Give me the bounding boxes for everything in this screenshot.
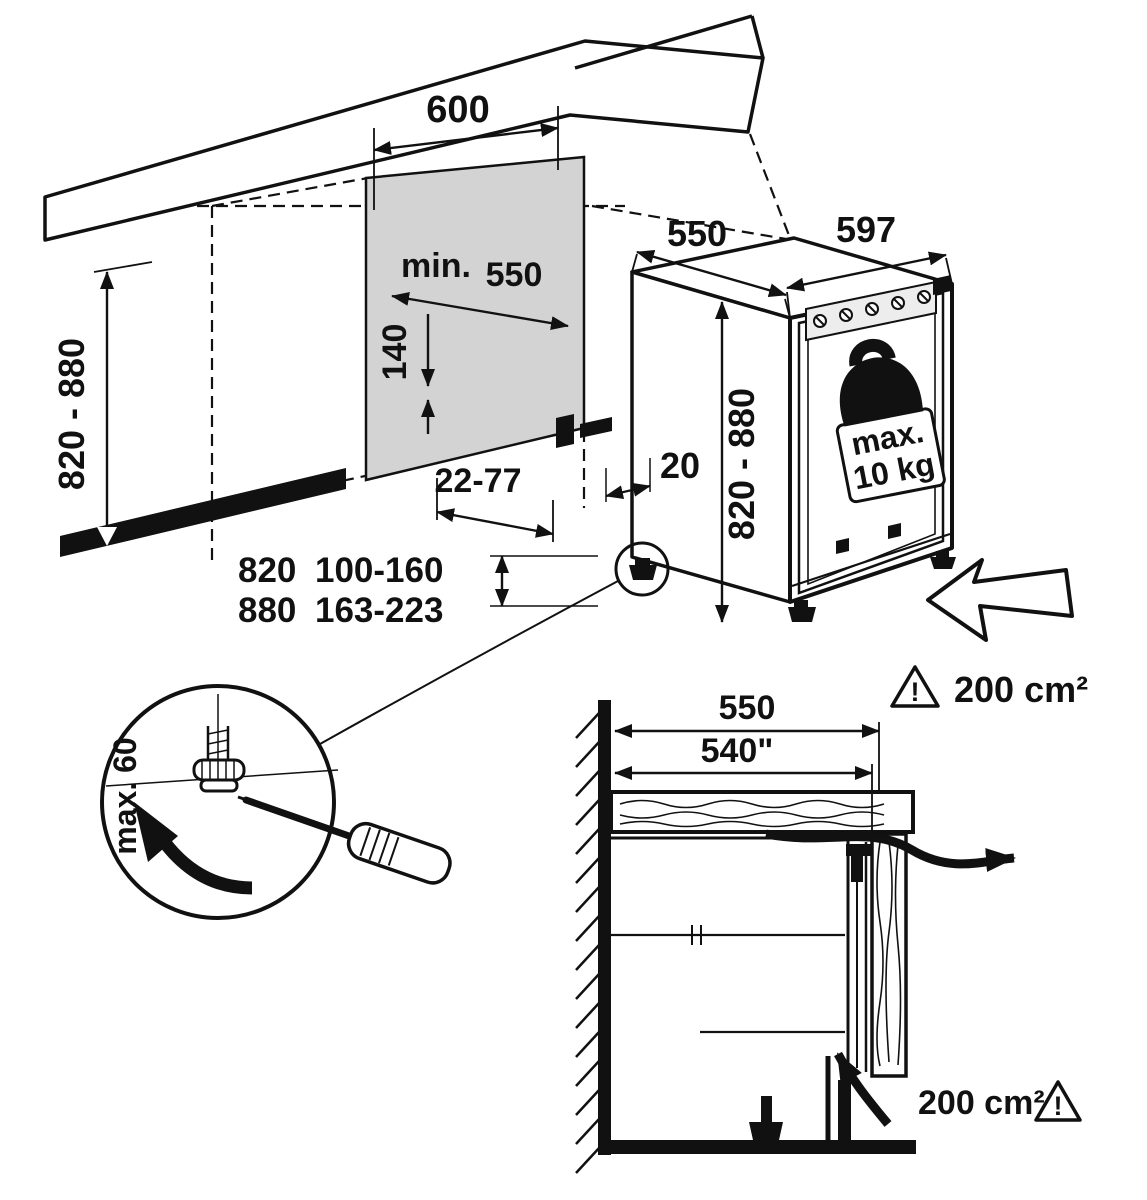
warning-triangle-icon (890, 665, 940, 708)
warning-triangle-icon (1034, 1080, 1082, 1122)
niche-rear-panel (364, 155, 586, 482)
warning-mark: ! (1054, 1091, 1063, 1121)
rear-gap-label: 20 (660, 445, 700, 486)
foot-detail-circle: max. 60 (100, 684, 452, 920)
insertion-arrow (926, 558, 1074, 642)
section-foot (749, 1096, 783, 1140)
vent-warning-top: ! 200 cm² (890, 665, 1088, 710)
vent-warning-bottom: 200 cm² ! (918, 1080, 1082, 1122)
niche-min-value: 550 (486, 256, 543, 294)
table-row2-height: 880 (238, 591, 296, 630)
dim-appliance-width: 597 (786, 209, 953, 319)
plinth-bar (60, 414, 612, 557)
dim-foot-adjust-range (490, 555, 598, 607)
adjustable-foot (192, 726, 246, 793)
dim-plinth-height: 140 (376, 314, 435, 434)
section-vent-duct (825, 1056, 851, 1140)
dim-niche-height: 820 - 880 (51, 261, 153, 546)
section-wall (575, 700, 611, 1174)
vent-area-top-label: 200 cm² (954, 669, 1088, 710)
section-hinge (846, 844, 872, 882)
table-row1-range: 100-160 (315, 551, 443, 590)
callout-leader (319, 580, 619, 745)
table-row2-range: 163-223 (315, 591, 443, 630)
foot-adjust-label: max. 60 (107, 737, 143, 854)
appliance-depth-label: 550 (667, 213, 727, 254)
section-clear-depth-label: 540" (701, 732, 774, 770)
section-appliance (611, 832, 908, 1140)
plinth-recess-label: 22-77 (435, 462, 522, 500)
dim-appliance-depth: 550 (631, 213, 791, 319)
door-stop (836, 538, 849, 554)
table-row1-height: 820 (238, 551, 296, 590)
counter-depth-label: 600 (426, 89, 489, 131)
foot-callout-circle (614, 541, 670, 597)
section-view: 550 540" (575, 689, 1082, 1174)
airflow-arrows (765, 829, 1016, 1127)
door-weight-limit: max. 10 kg (835, 338, 946, 504)
dim-niche-min-depth: min. 550 (391, 247, 569, 331)
screwdriver (237, 795, 452, 885)
niche-min-label: min. (401, 247, 471, 285)
rotation-arrow (134, 802, 253, 895)
dim-appliance-height: 820 - 880 (715, 301, 762, 623)
weight-icon (849, 338, 896, 367)
dim-rear-gap: 20 (605, 445, 700, 502)
height-table: 820 100-160 880 163-223 (238, 551, 443, 630)
appliance-feet (629, 551, 956, 622)
niche-height-label: 820 - 880 (51, 338, 92, 490)
vent-area-bottom-label: 200 cm² (918, 1084, 1045, 1122)
appliance-width-label: 597 (836, 209, 896, 250)
dim-plinth-recess: 22-77 (435, 462, 554, 542)
warning-mark: ! (911, 677, 920, 707)
section-floor (598, 1140, 916, 1154)
section-worktop (609, 790, 915, 834)
appliance-height-label: 820 - 880 (721, 388, 762, 540)
section-door-panel (870, 832, 908, 1078)
plinth-height-label: 140 (376, 324, 414, 381)
section-dims: 550 540" (614, 689, 880, 836)
door-stop (888, 523, 901, 539)
dim-counter-depth: 600 (373, 89, 559, 210)
section-depth-label: 550 (719, 689, 776, 727)
